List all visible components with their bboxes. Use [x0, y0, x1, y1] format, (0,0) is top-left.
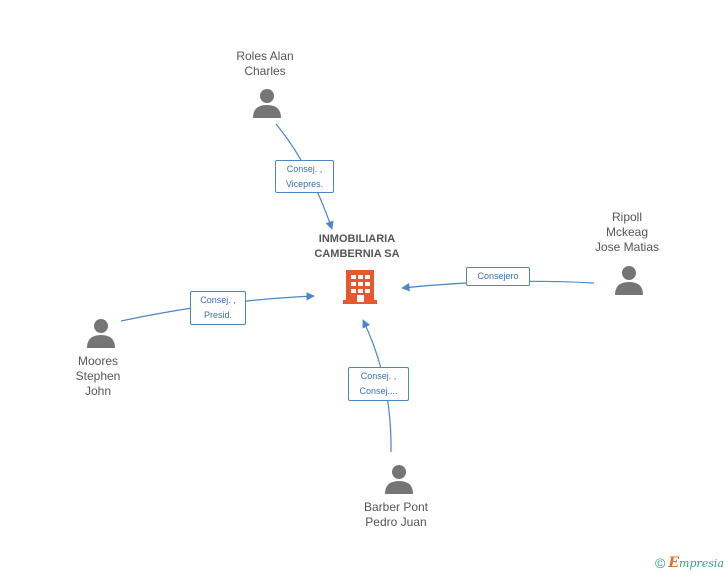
person-name-moores: Moores Stephen John — [75, 354, 121, 398]
company-name: INMOBILIARIA CAMBERNIA SA — [314, 233, 400, 260]
brand-logo[interactable]: Empresia — [668, 554, 724, 572]
person-icon[interactable] — [614, 265, 644, 295]
person-name-roles: Roles Alan Charles — [236, 49, 294, 78]
brand-text: mpresia — [679, 557, 724, 570]
footer-brand: © Empresia — [655, 554, 724, 572]
person-name-barber: Barber Pont Pedro Juan — [363, 500, 429, 529]
edge-label-roles[interactable]: Consej. , Vicepres. — [275, 160, 334, 193]
person-icon[interactable] — [384, 464, 414, 494]
edge-label-moores[interactable]: Consej. , Presid. — [190, 291, 246, 325]
person-icon[interactable] — [252, 88, 282, 118]
brand-initial: E — [668, 555, 680, 571]
edge-label-barber[interactable]: Consej. , Consej.... — [348, 367, 409, 401]
person-name-ripoll: Ripoll Mckeag Jose Matias — [594, 210, 660, 254]
copyright-symbol: © — [655, 555, 666, 571]
person-icon[interactable] — [86, 318, 116, 348]
edge-label-ripoll[interactable]: Consejero — [466, 267, 530, 286]
building-icon[interactable] — [343, 268, 377, 304]
